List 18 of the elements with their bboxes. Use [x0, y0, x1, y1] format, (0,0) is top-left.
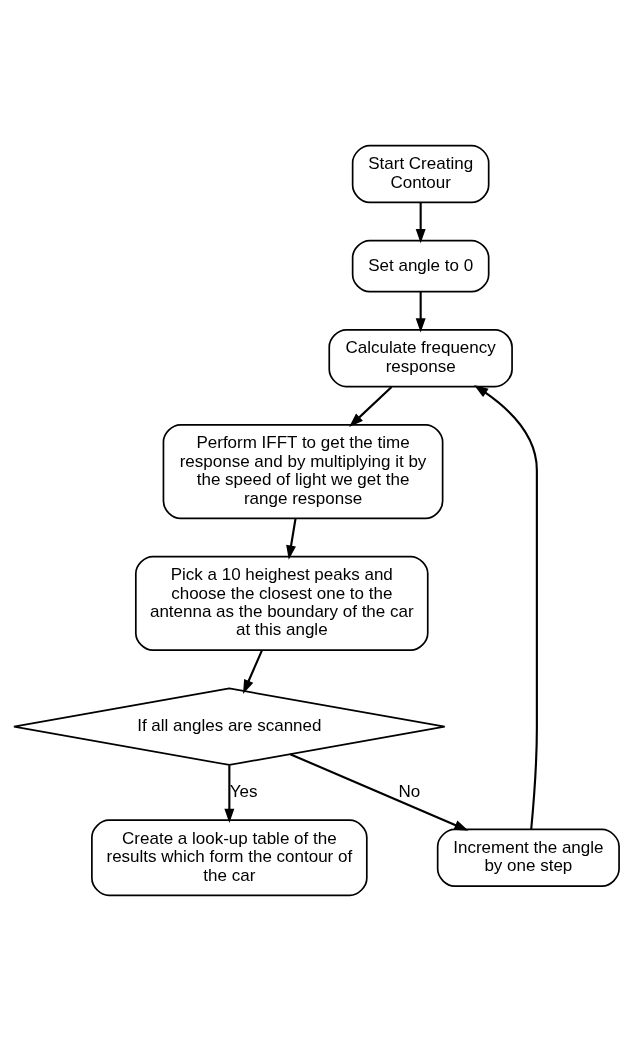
- node-box: Start Creating Contour: [351, 144, 490, 204]
- node-box: Create a look-up table of the results which form the contour of the car: [91, 819, 368, 897]
- edge-label: Yes: [229, 781, 258, 801]
- node-box: Increment the angle by one step: [436, 828, 620, 887]
- arrow: [289, 753, 469, 831]
- arrow: [474, 385, 538, 830]
- arrow: [415, 202, 426, 244]
- node-box: Pick a 10 heighest peaks and choose the closest one to the antenna as the boundary of the car at this angle: [134, 555, 429, 651]
- node-box: Calculate frequency response: [328, 329, 513, 388]
- arrow: [349, 386, 393, 427]
- arrow: [286, 518, 297, 560]
- node-diamond: If all angles are scanned: [13, 687, 446, 766]
- arrow: [415, 291, 426, 333]
- node-box: Perform IFFT to get the time response and by multiplying it by the speed of light we get the range response: [162, 424, 444, 520]
- node-box: Set angle to 0: [351, 239, 490, 293]
- edge-label: No: [398, 781, 421, 801]
- arrow: [243, 649, 263, 694]
- arrow: [224, 765, 235, 824]
